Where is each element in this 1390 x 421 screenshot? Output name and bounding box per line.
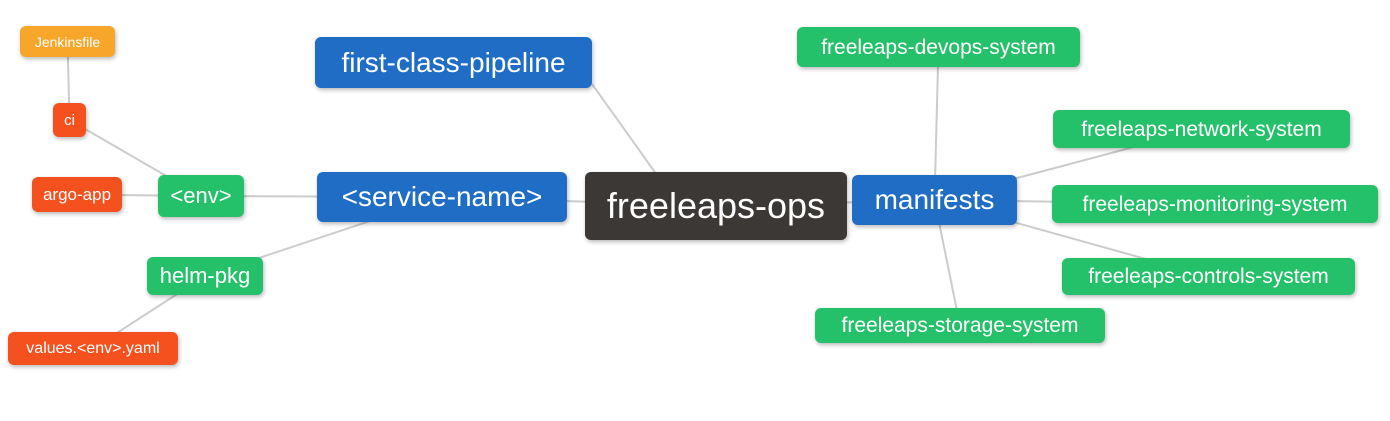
node-env[interactable]: <env> xyxy=(158,175,244,217)
node-freeleaps-devops-system[interactable]: freeleaps-devops-system xyxy=(797,27,1080,67)
node-ci[interactable]: ci xyxy=(53,103,86,137)
node-values-env-yaml[interactable]: values.<env>.yaml xyxy=(8,332,178,365)
node-helm-pkg[interactable]: helm-pkg xyxy=(147,257,263,295)
node-freeleaps-controls-system[interactable]: freeleaps-controls-system xyxy=(1062,258,1355,295)
node-freeleaps-ops[interactable]: freeleaps-ops xyxy=(585,172,847,240)
node-jenkinsfile[interactable]: Jenkinsfile xyxy=(20,26,115,57)
node-service-name[interactable]: <service-name> xyxy=(317,172,567,222)
node-first-class-pipeline[interactable]: first-class-pipeline xyxy=(315,37,592,88)
node-argo-app[interactable]: argo-app xyxy=(32,177,122,212)
node-freeleaps-monitoring-system[interactable]: freeleaps-monitoring-system xyxy=(1052,185,1378,223)
node-manifests[interactable]: manifests xyxy=(852,175,1017,225)
node-freeleaps-storage-system[interactable]: freeleaps-storage-system xyxy=(815,308,1105,343)
node-freeleaps-network-system[interactable]: freeleaps-network-system xyxy=(1053,110,1350,148)
